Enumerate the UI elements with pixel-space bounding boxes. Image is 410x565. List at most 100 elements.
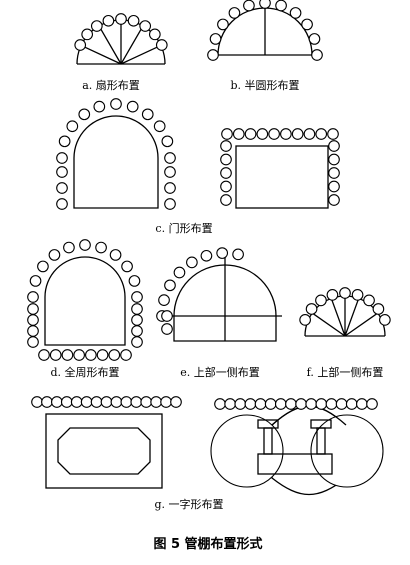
pipe-circle bbox=[96, 349, 109, 361]
pipe-circle bbox=[49, 349, 62, 361]
pipe-circle bbox=[48, 249, 61, 261]
pipe-circle bbox=[27, 314, 39, 326]
diagram-c-rectangle bbox=[220, 128, 340, 209]
pipe-circle bbox=[244, 398, 257, 410]
pipe-circle bbox=[61, 349, 74, 361]
diagram-g-straight-right bbox=[210, 398, 384, 496]
label-f: f. 上部一侧布置 bbox=[307, 365, 384, 379]
pipe-circle bbox=[131, 314, 143, 326]
label-e: e. 上部一侧布置 bbox=[180, 365, 260, 379]
left-bore-outline bbox=[210, 414, 284, 488]
pipe-circle bbox=[303, 128, 316, 140]
pipe-circle bbox=[158, 294, 170, 307]
diagram-c-gate bbox=[56, 98, 176, 210]
pipe-circle bbox=[220, 180, 232, 193]
pipe-circle bbox=[228, 7, 241, 19]
pipe-circle bbox=[243, 0, 255, 12]
pipe-circle bbox=[78, 108, 91, 121]
diagram-f-upper-one-side bbox=[299, 287, 391, 337]
pipe-circle bbox=[305, 398, 318, 410]
pipe-circle bbox=[110, 98, 122, 110]
pipe-circle bbox=[38, 349, 50, 361]
pipe-circle bbox=[153, 120, 166, 133]
pipe-circle bbox=[291, 128, 304, 140]
pipe-circle bbox=[328, 194, 340, 206]
label-d: d. 全周形布置 bbox=[50, 365, 119, 379]
diagram-d-full-periphery bbox=[27, 239, 143, 361]
fan-ray bbox=[120, 25, 144, 65]
pipe-circle bbox=[220, 194, 232, 206]
pipe-circle bbox=[131, 303, 143, 315]
pipe-circle bbox=[90, 20, 103, 32]
pipe-circle bbox=[328, 167, 340, 179]
pipe-circle bbox=[186, 256, 198, 269]
pipe-circle bbox=[299, 314, 311, 326]
pipe-circle bbox=[366, 398, 378, 410]
base-slab bbox=[257, 453, 333, 475]
pipe-circle bbox=[109, 249, 122, 261]
pipe-circle bbox=[274, 398, 287, 410]
pipe-circle bbox=[74, 39, 87, 51]
pipe-circle bbox=[81, 28, 94, 41]
pipe-circle bbox=[372, 303, 385, 315]
pipe-circle bbox=[315, 294, 327, 307]
pipe-circle bbox=[295, 398, 307, 410]
pipe-circle bbox=[328, 180, 340, 193]
pipe-circle bbox=[164, 166, 176, 178]
pipe-circle bbox=[209, 33, 222, 45]
pipe-circle bbox=[27, 325, 39, 337]
pipe-circle bbox=[90, 396, 103, 408]
pipe-circle bbox=[56, 152, 68, 164]
pipe-circle bbox=[160, 396, 172, 408]
pipe-circle bbox=[95, 241, 107, 254]
pipe-circle bbox=[66, 120, 79, 133]
pipe-circle bbox=[326, 289, 339, 301]
pipe-circle bbox=[345, 398, 358, 410]
fan-ray bbox=[330, 298, 346, 337]
pipe-circle bbox=[164, 182, 176, 194]
fan-ray bbox=[80, 44, 122, 65]
pipe-circle bbox=[148, 28, 161, 41]
pipe-circle bbox=[301, 18, 313, 31]
pipe-circle bbox=[161, 310, 173, 322]
tunnel-outline bbox=[44, 256, 126, 346]
pipe-circle bbox=[289, 7, 302, 19]
diagram-shapes bbox=[27, 0, 391, 496]
pipe-circle bbox=[27, 291, 39, 303]
pipe-circle bbox=[356, 398, 368, 410]
pipe-circle bbox=[232, 248, 244, 261]
pipe-circle bbox=[164, 198, 176, 210]
inner-chamfer-outline bbox=[57, 427, 151, 475]
pipe-circle bbox=[27, 336, 39, 348]
pipe-circle bbox=[328, 153, 340, 166]
pipe-circle bbox=[339, 287, 351, 299]
pipe-circle bbox=[275, 0, 287, 12]
pipe-circle bbox=[220, 167, 232, 179]
pipe-circle bbox=[127, 14, 140, 27]
pipe-circle bbox=[221, 128, 233, 140]
pipe-circle bbox=[264, 398, 277, 410]
pipe-circle bbox=[305, 303, 318, 315]
pipe-circle bbox=[325, 398, 338, 410]
pipe-circle bbox=[216, 247, 229, 259]
tunnel-outline bbox=[173, 264, 277, 342]
pipe-circle bbox=[259, 0, 271, 9]
pipe-circle bbox=[63, 241, 75, 254]
pipe-circle bbox=[351, 289, 364, 301]
pipe-circle bbox=[164, 279, 176, 292]
label-c: c. 门形布置 bbox=[155, 221, 212, 235]
pipe-circle bbox=[335, 398, 348, 410]
pipe-circle bbox=[379, 314, 391, 326]
pipe-circle bbox=[73, 349, 85, 361]
label-a: a. 扇形布置 bbox=[82, 78, 140, 92]
pipe-circle bbox=[120, 349, 132, 361]
pipe-circle bbox=[150, 396, 162, 408]
diagram-a-fan bbox=[74, 13, 168, 65]
pipe-circle bbox=[170, 396, 182, 408]
pipe-circle bbox=[363, 294, 375, 307]
fan-ray bbox=[344, 312, 379, 337]
pipe-circle bbox=[115, 13, 127, 25]
pipe-circle bbox=[224, 398, 236, 410]
pipe-circle bbox=[200, 249, 213, 262]
